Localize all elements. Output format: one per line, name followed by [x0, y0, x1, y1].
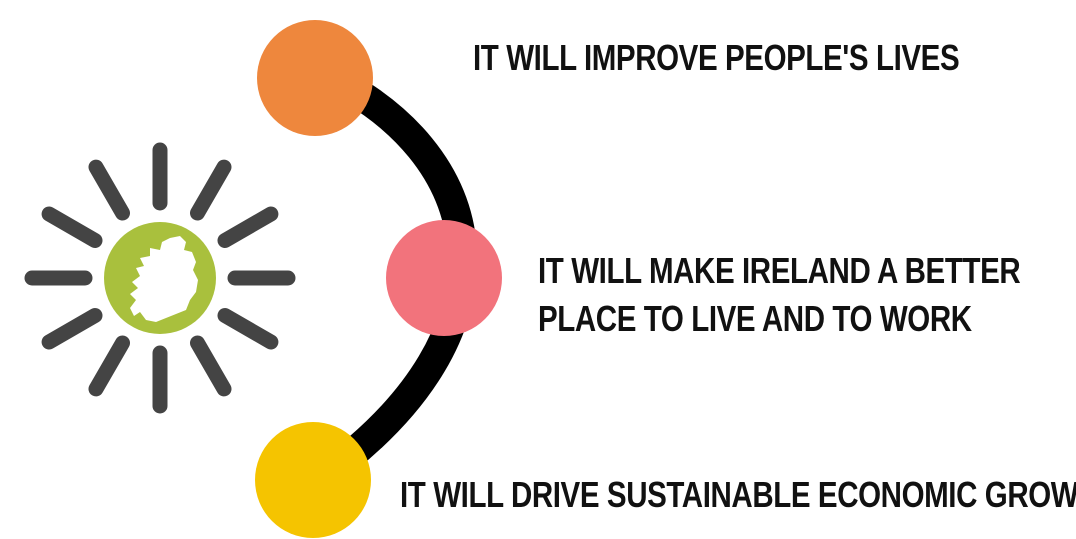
sun-ray [190, 159, 232, 221]
statement-label-3: IT WILL DRIVE SUSTAINABLE ECONOMIC GROWT… [400, 474, 1076, 515]
statement-label-1: IT WILL IMPROVE PEOPLE'S LIVES [473, 37, 960, 78]
statement-dot-3 [255, 422, 371, 538]
sun-ray [217, 308, 279, 350]
statement-label-2-line-1: IT WILL MAKE IRELAND A BETTER [538, 250, 1021, 291]
statement-label-2: IT WILL MAKE IRELAND A BETTER PLACE TO L… [538, 247, 1021, 343]
sun-ray [41, 308, 103, 350]
sun-icon [24, 142, 296, 414]
ireland-map-icon [130, 236, 198, 322]
sun-ray [88, 335, 130, 397]
sun-ray [88, 159, 130, 221]
statement-label-2-line-2: PLACE TO LIVE AND TO WORK [538, 298, 972, 339]
sun-ray [41, 206, 103, 248]
sun-ray [217, 206, 279, 248]
statement-dot-2 [386, 220, 502, 336]
sun-ray [190, 335, 232, 397]
statement-dot-1 [257, 20, 373, 136]
